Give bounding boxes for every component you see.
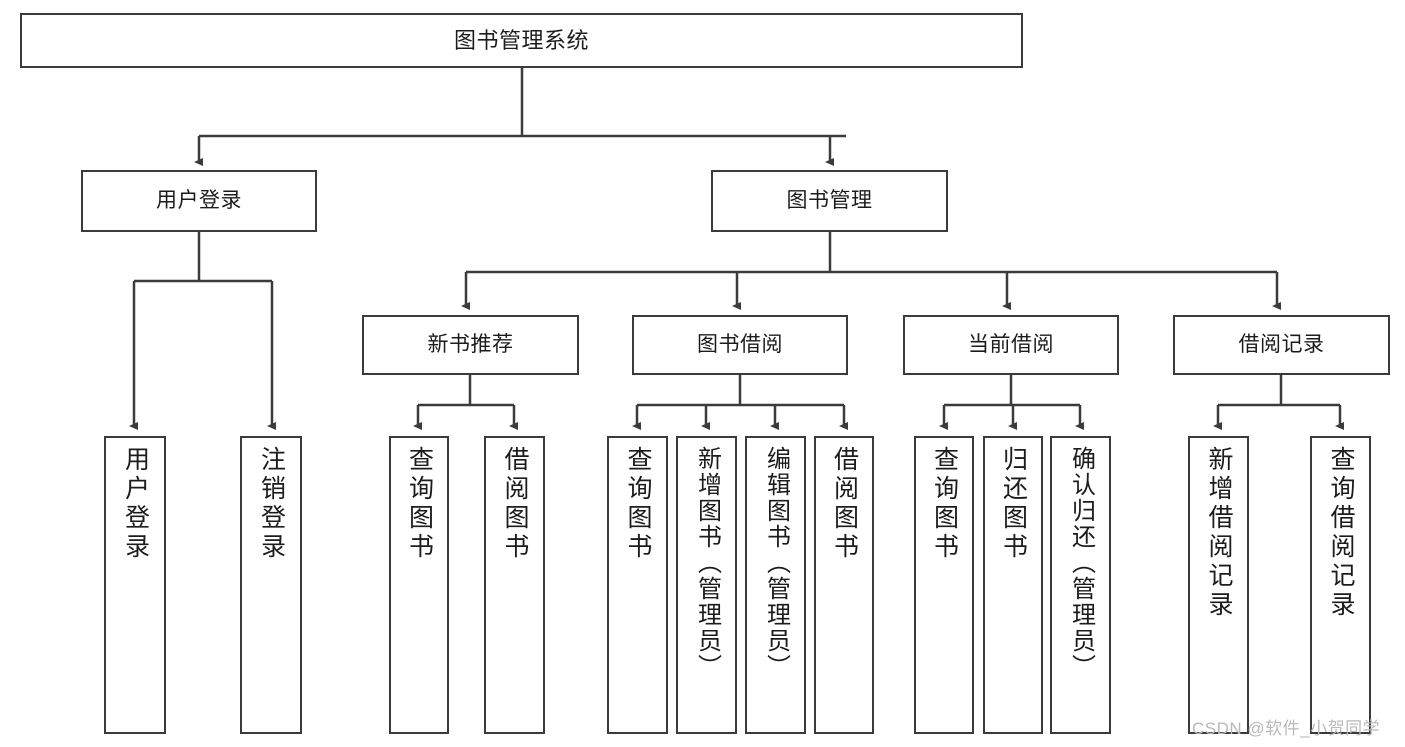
node-label: 图书管理 xyxy=(786,188,873,212)
node-label: 确认归还（管理员） xyxy=(1067,446,1095,680)
node-label: 新增图书（管理员） xyxy=(693,446,721,680)
node-borrow-record[interactable]: 借阅记录 xyxy=(1173,315,1390,375)
node-label: 编辑图书（管理员） xyxy=(762,446,790,680)
node-label: 新书推荐 xyxy=(427,332,514,356)
node-label: 查询借阅记录 xyxy=(1327,446,1355,620)
node-leaf-edit-book-admin[interactable]: 编辑图书（管理员） xyxy=(745,436,806,734)
node-label: 用户登录 xyxy=(121,446,150,562)
node-book-borrow[interactable]: 图书借阅 xyxy=(632,315,848,375)
node-leaf-confirm-return-admin[interactable]: 确认归还（管理员） xyxy=(1050,436,1111,734)
node-label: 查询图书 xyxy=(624,446,652,562)
node-leaf-query-borrow-record[interactable]: 查询借阅记录 xyxy=(1310,436,1371,734)
node-root-system[interactable]: 图书管理系统 xyxy=(20,13,1023,68)
node-leaf-add-book-admin[interactable]: 新增图书（管理员） xyxy=(676,436,737,734)
node-label: 借阅图书 xyxy=(501,446,529,562)
node-leaf-borrow-book-rec[interactable]: 借阅图书 xyxy=(484,436,545,734)
node-leaf-user-login[interactable]: 用户登录 xyxy=(104,436,166,734)
node-leaf-borrow-book[interactable]: 借阅图书 xyxy=(814,436,874,734)
node-label: 注销登录 xyxy=(257,446,286,562)
node-label: 图书借阅 xyxy=(697,332,783,356)
node-label: 当前借阅 xyxy=(968,332,1054,356)
node-book-manage[interactable]: 图书管理 xyxy=(711,170,948,232)
node-user-login[interactable]: 用户登录 xyxy=(81,170,317,232)
node-label: 用户登录 xyxy=(156,188,242,212)
node-label: 图书管理系统 xyxy=(453,27,589,53)
node-label: 查询图书 xyxy=(405,446,434,562)
node-leaf-add-borrow-record[interactable]: 新增借阅记录 xyxy=(1188,436,1249,734)
csdn-watermark: CSDN @软件_小贺同学 xyxy=(1192,719,1381,738)
node-label: 借阅图书 xyxy=(830,446,859,562)
node-new-book-rec[interactable]: 新书推荐 xyxy=(362,315,579,375)
node-leaf-query-book-current[interactable]: 查询图书 xyxy=(914,436,974,734)
node-leaf-query-book-rec[interactable]: 查询图书 xyxy=(389,436,449,734)
node-label: 查询图书 xyxy=(930,446,959,562)
node-label: 新增借阅记录 xyxy=(1205,446,1233,620)
node-leaf-query-book-borrow[interactable]: 查询图书 xyxy=(607,436,668,734)
node-label: 借阅记录 xyxy=(1238,332,1325,356)
node-label: 归还图书 xyxy=(999,446,1028,562)
node-leaf-user-logout[interactable]: 注销登录 xyxy=(240,436,302,734)
node-current-borrow[interactable]: 当前借阅 xyxy=(903,315,1119,375)
node-leaf-return-book[interactable]: 归还图书 xyxy=(983,436,1043,734)
